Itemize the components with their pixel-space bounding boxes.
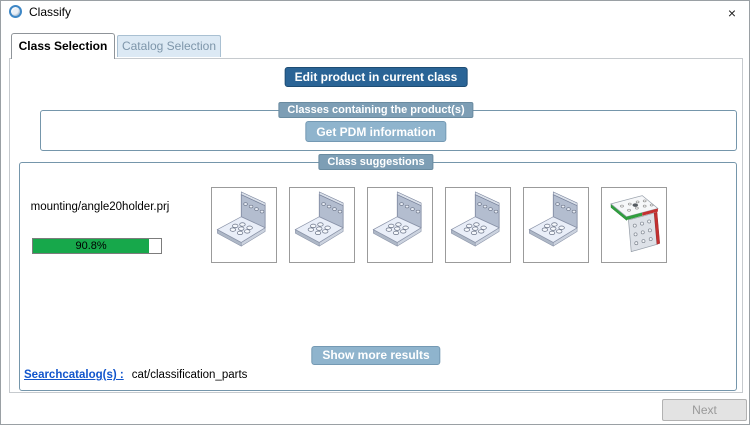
window-title: Classify [29, 5, 72, 19]
result-thumbnail-3[interactable] [367, 187, 433, 263]
angle-bracket-image [527, 191, 585, 259]
search-catalog-line: Searchcatalog(s) : cat/classification_par… [24, 369, 247, 381]
title-bar: Classify × [1, 1, 749, 25]
angle-bracket-colored-image [605, 191, 663, 259]
result-thumbnail-5[interactable] [523, 187, 589, 263]
result-thumbnail-6[interactable] [601, 187, 667, 263]
tab-class-selection[interactable]: Class Selection [11, 33, 115, 59]
show-more-results-button[interactable]: Show more results [311, 346, 441, 365]
suggested-class-name: mounting/angle20holder.prj [30, 201, 170, 213]
classify-app-icon [9, 5, 22, 18]
angle-bracket-image [215, 191, 273, 259]
classes-containing-label: Classes containing the product(s) [278, 102, 474, 118]
search-catalog-value: cat/classification_parts [131, 369, 248, 381]
next-button[interactable]: Next [662, 399, 747, 421]
result-thumbnail-1[interactable] [211, 187, 277, 263]
class-selection-panel: Edit product in current class Classes co… [9, 58, 743, 393]
angle-bracket-image [449, 191, 507, 259]
get-pdm-information-button[interactable]: Get PDM information [305, 121, 447, 142]
tab-catalog-selection[interactable]: Catalog Selection [117, 35, 221, 57]
angle-bracket-image [293, 191, 351, 259]
progress-fill: 90.8% [33, 239, 150, 253]
angle-bracket-image [371, 191, 429, 259]
result-thumbnail-4[interactable] [445, 187, 511, 263]
search-catalog-link[interactable]: Searchcatalog(s) : [24, 369, 124, 381]
close-icon[interactable]: × [727, 5, 737, 21]
class-suggestions-label: Class suggestions [318, 154, 434, 170]
suggestion-thumbnails [211, 187, 667, 263]
result-thumbnail-2[interactable] [289, 187, 355, 263]
edit-product-button[interactable]: Edit product in current class [284, 67, 468, 87]
confidence-progress-bar: 90.8% [32, 238, 162, 254]
